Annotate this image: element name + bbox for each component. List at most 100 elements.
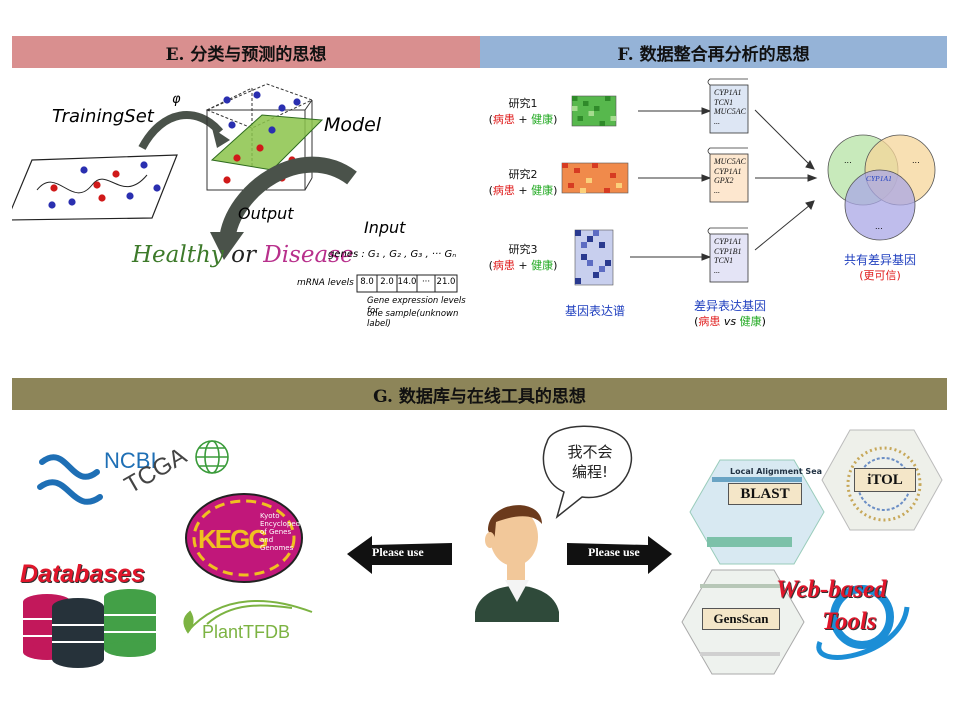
study-groups: (病患 + 健康) [488,259,558,272]
deg-title: 差异表达基因 [693,299,766,313]
mrna-values: 8.0 2.0 14.0 ··· 21.0 [357,277,457,287]
deg-healthy: 健康 [739,315,762,328]
expr-note-1: Gene expression levels for [367,296,466,316]
section-e-title: E. 分类与预测的思想 [12,36,480,68]
kegg-logo [185,493,303,583]
section-g-title: G. 数据库与在线工具的思想 [12,378,947,410]
deg-vs: vs [723,315,737,328]
model-label: Model [324,114,382,136]
gene-name: CYP1A1 [714,88,742,97]
profile-caption: 基因表达谱 [564,304,625,318]
venn-center-gene: CYP1A1 [866,174,892,183]
healthy-text: 健康 [531,113,554,126]
genes-line: genes : G₁ , G₂ , G₃ , ··· Gₙ [328,249,457,260]
study-3-label: 研究3 (病患 + 健康) [480,242,566,274]
input-label: Input [364,218,406,237]
speech-bubble [542,425,633,520]
mrna-label: mRNA levels [297,278,354,288]
gene-name: ... [714,185,720,195]
please-use-right: Please use [588,545,640,559]
mrna-value: ··· [421,277,431,287]
gene-name: TCN1 [714,256,734,265]
tools-label: Tools [822,608,877,635]
mrna-value: 21.0 [436,277,456,287]
phi-label: φ [172,92,181,107]
person-avatar [475,505,559,622]
gene-name: CYP1B1 [714,246,742,256]
mrna-value: 8.0 [360,277,374,287]
output-arrow [219,156,357,242]
venn-dots-right: ... [912,156,920,165]
study-name: 研究2 [508,168,538,181]
ncbi-label: NCBI [104,448,157,473]
panel-f: 研究1 (病患 + 健康) 研究2 (病患 + 健康) 研究3 (病患 + 健康… [480,70,947,370]
plus-text: + [518,184,528,197]
expr-note-2: one sample(unknown label) [367,309,459,329]
study-groups: (病患 + 健康) [488,113,558,126]
gene-name: GPX2 [714,176,734,185]
common-title: 共有差异基因 [843,253,916,267]
kegg-mark: KEGG [198,524,269,554]
disease-text: 病患 [492,184,515,197]
tcga-globe [195,440,229,474]
study-2-label: 研究2 (病患 + 健康) [480,167,566,199]
study-name: 研究3 [508,243,538,256]
databases-label: Databases [20,560,146,588]
left-arrow [347,536,452,574]
section-f-title: F. 数据整合再分析的思想 [480,36,947,68]
deg-sub: (病患 vs 健康) [694,315,766,328]
healthy-label: Healthy [132,242,224,268]
gene-list-1 [707,78,749,134]
planttfdb-logo [183,600,313,634]
venn-diagram [827,134,936,241]
common-caption: 共有差异基因 (更可信) [825,252,935,284]
genscan-label: GensScan [702,608,780,630]
web-browser-icon [816,585,910,660]
study-name: 研究1 [508,97,538,110]
mrna-box [356,274,458,293]
or-label: or [231,242,256,268]
heatmap-1 [571,95,617,127]
panel-e: TrainingSet φ Model Output Input Healthy… [12,70,480,370]
gene-name: CYP1A1 [714,166,742,176]
study-1-label: 研究1 (病患 + 健康) [480,96,566,128]
right-arrow [567,536,672,574]
gene-name: MUC5AC [714,157,746,166]
heatmap-3 [574,229,614,286]
heatmap-2 [561,162,629,194]
planttfdb-label: PlantTFDB [202,622,291,642]
disease-text: 病患 [492,113,515,126]
mrna-value: 2.0 [380,277,394,287]
gene-name: ... [714,265,720,275]
gene-list-2 [707,147,749,203]
common-sub: (更可信) [859,269,901,282]
gene-list-3 [707,227,749,283]
gene-list-2-text: MUC5AC CYP1A1 GPX2 ... [714,157,746,195]
healthy-text: 健康 [531,184,554,197]
phi-arrow [138,111,224,150]
classification-diagram [12,83,458,293]
panel-g: NCBI TCGA KEGG Kyoto Encyclopedia of Gen… [12,412,947,712]
speech-text: 我不会 编程! [567,443,613,481]
output-label: Output [238,204,294,223]
venn-dots-bottom: ... [875,222,883,231]
kegg-text: Kyoto Encyclopedia of Genes and Genomes [260,512,307,552]
database-icons [23,589,156,668]
training-set-label: TrainingSet [52,106,154,127]
deg-disease: 病患 [698,315,721,328]
itol-label: iTOL [854,468,916,492]
deg-caption: 差异表达基因 (病患 vs 健康) [675,298,785,330]
gene-name: TCN1 [714,97,734,107]
gene-name: MUC5AC [714,107,746,116]
gene-list-3-text: CYP1A1 CYP1B1 TCN1 ... [714,237,742,275]
disease-label: Disease [263,242,354,268]
plus-text: + [518,113,528,126]
study-groups: (病患 + 健康) [488,184,558,197]
blast-header: Local Alignment Sea [730,467,823,476]
integration-diagram [561,78,936,286]
healthy-text: 健康 [531,259,554,272]
disease-text: 病患 [492,259,515,272]
gene-name: CYP1A1 [714,237,742,246]
venn-dots-left: ... [844,156,852,165]
prediction-label: Healthy or Disease [132,242,354,268]
